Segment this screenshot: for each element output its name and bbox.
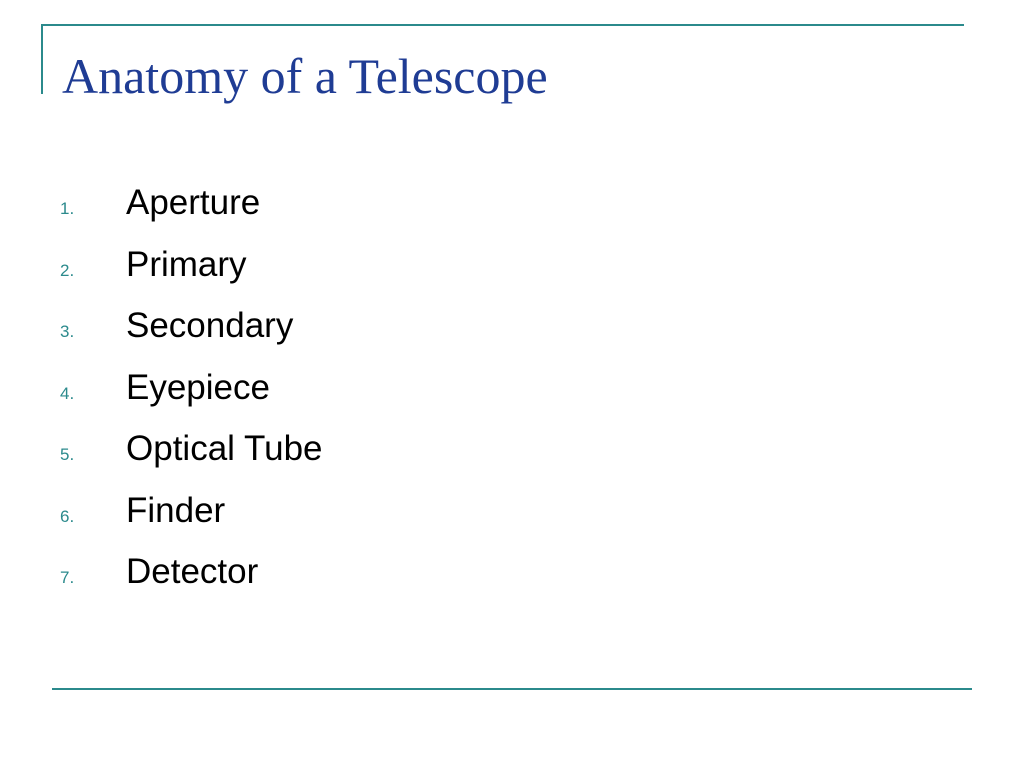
- list-item: 4. Eyepiece: [60, 368, 323, 430]
- list-item-number: 7.: [60, 568, 75, 587]
- list-item: 3. Secondary: [60, 306, 323, 368]
- list-item-number: 6.: [60, 506, 75, 526]
- list-item-number: 5.: [60, 445, 75, 464]
- list-item-label: Detector: [126, 552, 259, 591]
- numbered-list: 1. Aperture 2. Primary 3. Secondary 4. E…: [60, 183, 323, 614]
- list-item-number: 3.: [60, 322, 75, 341]
- list-item: 6. Finder: [60, 491, 323, 553]
- list-item-number: 2.: [60, 260, 75, 280]
- list-item-label: Eyepiece: [126, 367, 270, 407]
- list-item-label: Optical Tube: [126, 429, 323, 468]
- list-item-number: 1.: [60, 199, 75, 218]
- list-item: 1. Aperture: [60, 183, 323, 245]
- list-item-label: Secondary: [126, 306, 294, 345]
- title-frame-vertical-rule: [41, 24, 43, 94]
- list-item: 5. Optical Tube: [60, 429, 323, 491]
- footer-rule: [52, 688, 972, 690]
- title-frame-horizontal-rule: [41, 24, 964, 26]
- list-item-label: Finder: [126, 490, 226, 530]
- list-item-label: Aperture: [126, 183, 261, 222]
- list-item-number: 4.: [60, 383, 75, 403]
- list-item-label: Primary: [126, 244, 247, 284]
- list-item: 7. Detector: [60, 552, 323, 614]
- slide-title: Anatomy of a Telescope: [62, 48, 548, 104]
- list-item: 2. Primary: [60, 245, 323, 307]
